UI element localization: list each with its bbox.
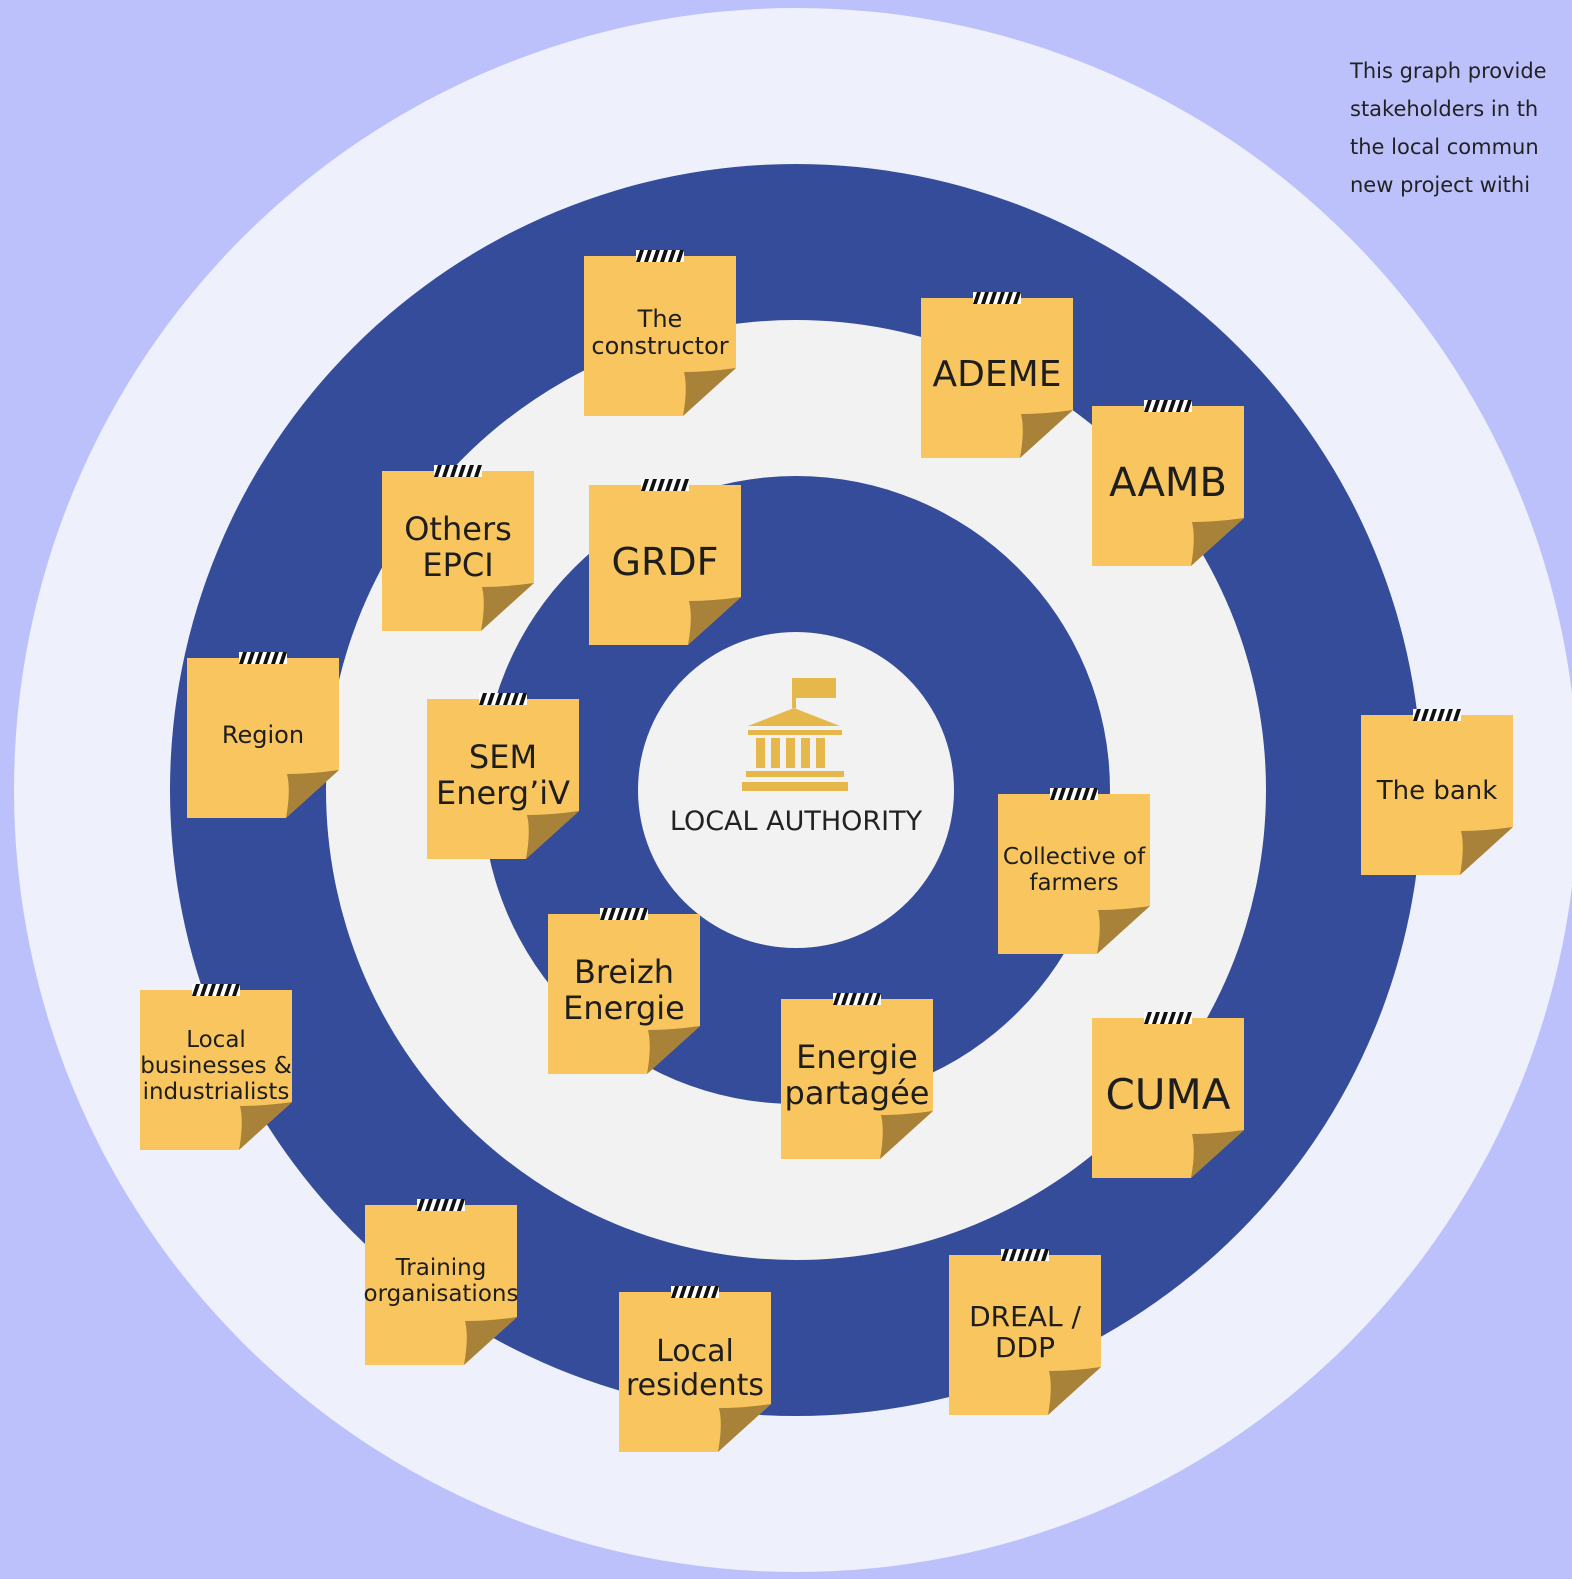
tape-icon (1050, 788, 1098, 800)
tape-icon (239, 652, 287, 664)
sticky-note-label: Energie partagée (784, 1038, 930, 1112)
sticky-note-label: Local residents (625, 1334, 764, 1403)
tape-icon (641, 479, 689, 491)
center-label: LOCAL AUTHORITY (669, 806, 923, 837)
tape-icon (833, 993, 881, 1005)
tape-icon (479, 693, 527, 705)
tape-icon (434, 465, 482, 477)
sticky-note-label: SEM Energ’iV (435, 738, 571, 812)
tape-icon (600, 908, 648, 920)
tape-icon (1001, 1249, 1049, 1261)
sticky-note-label: DREAL / DDP (969, 1299, 1081, 1364)
sticky-note-label: Region (221, 720, 305, 749)
tape-icon (1144, 1012, 1192, 1024)
sticky-note-label: AAMB (1109, 459, 1227, 506)
tape-icon (1144, 400, 1192, 412)
tape-icon (671, 1286, 719, 1298)
tape-icon (973, 292, 1021, 304)
sticky-note-label: CUMA (1105, 1070, 1231, 1120)
tape-icon (636, 250, 684, 262)
description-text: This graph provide stakeholders in th th… (1350, 59, 1547, 197)
sticky-note-label: Breizh Energie (563, 953, 685, 1027)
sticky-note-label: Local businesses & industrialists (140, 1027, 292, 1105)
sticky-note-label: Training organisations (363, 1255, 519, 1307)
sticky-note-label: ADEME (932, 353, 1062, 395)
sticky-note-label: Others EPCI (404, 510, 512, 584)
sticky-note-label: Collective of farmers (1002, 844, 1146, 896)
sticky-note-label: The bank (1376, 776, 1498, 807)
sticky-note-label: The constructor (591, 305, 729, 360)
tape-icon (192, 984, 240, 996)
sticky-note-label: GRDF (611, 539, 719, 584)
government-building-icon (742, 678, 848, 791)
tape-icon (1413, 709, 1461, 721)
tape-icon (417, 1199, 465, 1211)
